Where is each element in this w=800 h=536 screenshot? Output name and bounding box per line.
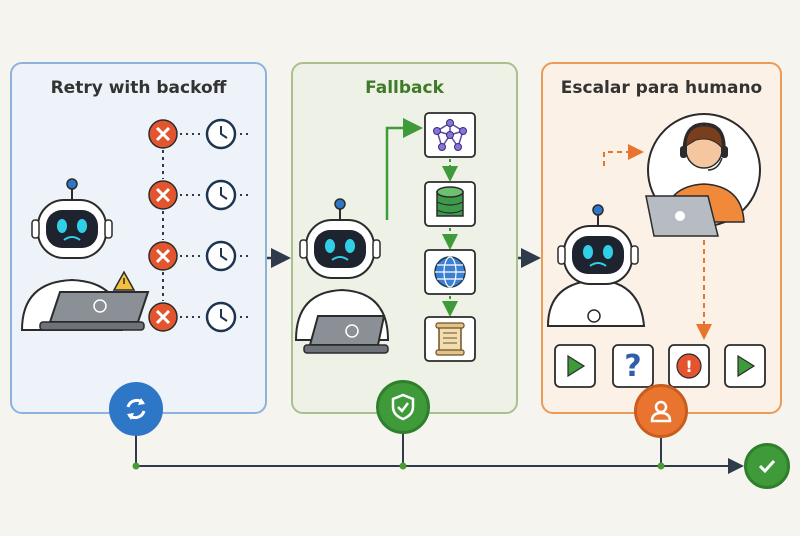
human-agent (645, 122, 745, 237)
alert-icon: ! (668, 344, 710, 388)
escalate-title: Escalar para humano (560, 78, 763, 98)
escalation-action-row: ?! (554, 344, 766, 388)
svg-text:!: ! (685, 357, 692, 376)
fallback-entry-arrow (385, 118, 423, 220)
retry-attempt (148, 301, 250, 333)
x-circle-icon (148, 180, 178, 210)
fallback-title: Fallback (365, 78, 444, 98)
retry-robot (20, 178, 150, 331)
clock-icon (205, 179, 237, 211)
escalate-badge (634, 384, 688, 438)
clock-icon (205, 118, 237, 150)
network-graph-icon (424, 112, 476, 158)
retry-ladder (148, 118, 250, 333)
escalate-robot (546, 204, 646, 327)
retry-attempt (148, 179, 250, 211)
fallback-badge (376, 380, 430, 434)
connector-node (657, 462, 665, 470)
svg-text:?: ? (624, 349, 641, 384)
scroll-document-icon (424, 316, 476, 362)
retry-attempt (148, 240, 250, 272)
person-icon (650, 400, 672, 423)
connector-node (132, 462, 140, 470)
x-circle-icon (148, 241, 178, 271)
clock-icon (205, 301, 237, 333)
retry-title: Retry with backoff (50, 78, 227, 98)
fallback-robot (294, 198, 390, 354)
check-icon (758, 459, 776, 474)
play-icon (724, 344, 766, 388)
connector-node (399, 462, 407, 470)
escalate-up-arrow (603, 144, 644, 166)
x-circle-icon (148, 302, 178, 332)
x-circle-icon (148, 119, 178, 149)
refresh-icon (126, 398, 146, 420)
fallback-chain (424, 112, 476, 362)
retry-badge (109, 382, 163, 436)
success-badge (744, 443, 790, 489)
database-icon (424, 181, 476, 227)
question-icon: ? (612, 344, 654, 388)
clock-icon (205, 240, 237, 272)
globe-icon (424, 249, 476, 295)
shield-check-icon (391, 393, 415, 421)
play-icon (554, 344, 596, 388)
retry-attempt (148, 118, 250, 150)
